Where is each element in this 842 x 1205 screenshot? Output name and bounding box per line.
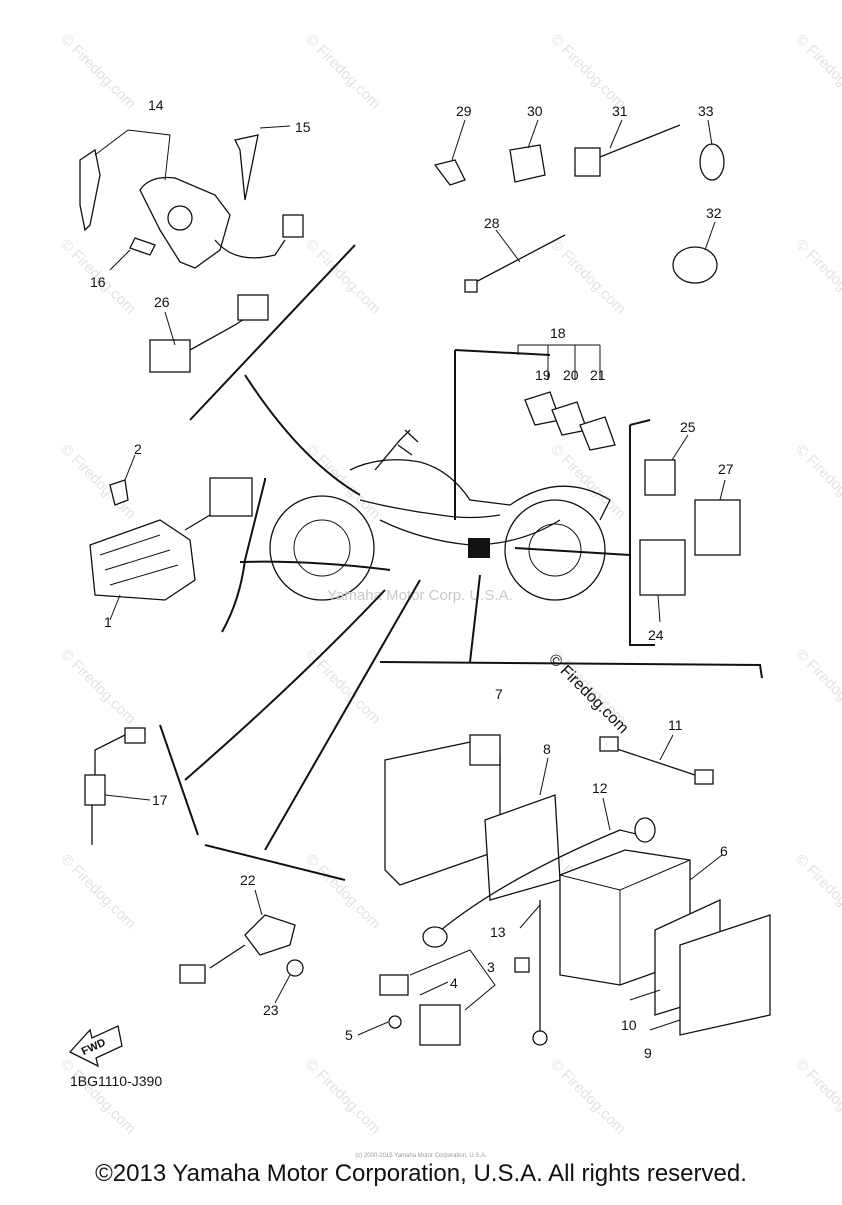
watermark-text: © Firedog.com: [792, 1056, 842, 1138]
watermark-text: © Firedog.com: [792, 851, 842, 933]
relay-units: [639, 434, 741, 623]
fuse-set: [517, 344, 616, 451]
leader-lines: [159, 244, 763, 881]
watermark-text: © Firedog.com: [792, 31, 842, 113]
part-number-labels: 1 2 3 4 5 6 7 8 9 10 11 12 13 14 15 16 1…: [90, 97, 734, 1061]
watermark-text: © Firedog.com: [302, 1056, 384, 1138]
part-number: 7: [495, 686, 503, 702]
part-number: 2: [134, 441, 142, 457]
watermark-text: © Firedog.com: [57, 1056, 139, 1138]
part-number: 5: [345, 1027, 353, 1043]
part-number: 29: [456, 103, 472, 119]
part-17-sensor: [84, 727, 151, 845]
part-number: 16: [90, 274, 106, 290]
part-number: 22: [240, 872, 256, 888]
part-number: 25: [680, 419, 696, 435]
part-number: 12: [592, 780, 608, 796]
watermark-text: © Firedog.com: [302, 851, 384, 933]
watermark-text: © Firedog.com: [547, 31, 629, 113]
watermark-text: © Firedog.com: [302, 31, 384, 113]
watermark-text: © Firedog.com: [792, 441, 842, 523]
main-switch-assembly: [79, 125, 304, 271]
clamps-and-ties: [433, 119, 725, 293]
part-number: 31: [612, 103, 628, 119]
watermark-text: © Firedog.com: [57, 441, 139, 523]
watermark-text: © Firedog.com: [302, 236, 384, 318]
part-number: 8: [543, 741, 551, 757]
part-number: 9: [644, 1045, 652, 1061]
diagram-code: 1BG1110-J390: [70, 1073, 163, 1089]
part-number: 24: [648, 627, 664, 643]
part-number: 21: [590, 367, 606, 383]
part-number: 23: [263, 1002, 279, 1018]
part-number: 33: [698, 103, 714, 119]
part-number: 30: [527, 103, 543, 119]
part-number: 14: [148, 97, 164, 113]
watermark-text: © Firedog.com: [547, 441, 629, 523]
copyright-notice: ©2013 Yamaha Motor Corporation, U.S.A. A…: [95, 1160, 747, 1187]
part-number: 20: [563, 367, 579, 383]
watermark-text: © Firedog.com: [57, 31, 139, 113]
part-number: 13: [490, 924, 506, 940]
watermark-text: © Firedog.com: [792, 236, 842, 318]
part-26: [149, 294, 269, 373]
watermark-text: © Firedog.com: [547, 236, 629, 318]
watermark-text: © Firedog.com: [547, 1056, 629, 1138]
part-number: 11: [668, 717, 683, 733]
part-number: 1: [104, 614, 112, 630]
part-number: 6: [720, 843, 728, 859]
watermark-text: © Firedog.com: [57, 646, 139, 728]
watermark-text: © Firedog.com: [792, 646, 842, 728]
watermark-text: © Firedog.com: [302, 441, 384, 523]
part-number: 28: [484, 215, 500, 231]
motorcycle-illustration: Yamaha Motor Corp. U.S.A.: [269, 429, 611, 604]
part-number: 32: [706, 205, 722, 221]
part-number: 27: [718, 461, 734, 477]
center-watermark: Yamaha Motor Corp. U.S.A.: [327, 587, 513, 604]
part-22-sensor: [179, 889, 304, 1004]
rectifier-regulator: [89, 454, 253, 621]
watermark-text: © Firedog.com: [57, 851, 139, 933]
part-number: 15: [295, 119, 311, 135]
part-number: 3: [487, 959, 495, 975]
forward-arrow-icon: FWD: [68, 1025, 123, 1068]
part-number: 26: [154, 294, 170, 310]
small-notice: (c) 2000-2015 Yamaha Motor Corporation, …: [355, 1153, 487, 1159]
part-number: 18: [550, 325, 566, 341]
part-number: 10: [621, 1017, 637, 1033]
battery-components: [357, 734, 771, 1046]
part-number: 19: [535, 367, 551, 383]
part-number: 17: [152, 792, 168, 808]
part-number: 4: [450, 975, 458, 991]
